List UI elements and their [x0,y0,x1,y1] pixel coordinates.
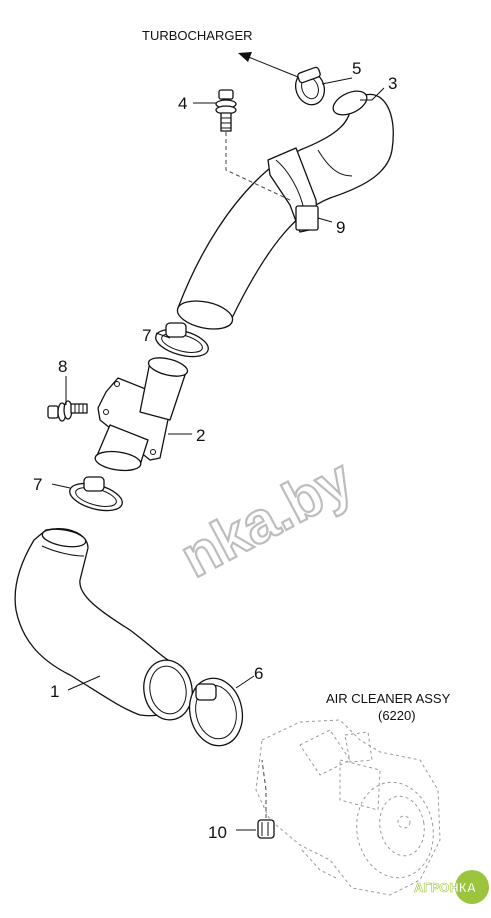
turbocharger-label: TURBOCHARGER [142,28,253,43]
clamp-part-7-lower [69,476,123,512]
cap-part-10 [257,819,275,839]
agronka-logo: АГРОНКА [414,870,489,904]
logo-badge [455,870,489,904]
upper-hose-part-3 [176,90,394,330]
callout-6: 6 [254,664,263,683]
callout-7-upper: 7 [142,326,151,345]
leader-lines [51,77,385,831]
callout-9: 9 [336,218,345,237]
lower-hose-part-1 [14,528,193,721]
watermark: nka.by [170,447,363,591]
air-cleaner-label: AIR CLEANER ASSY [326,691,451,706]
callout-1: 1 [50,682,59,701]
clamp-part-5 [294,66,326,106]
callout-2: 2 [196,426,205,445]
callout-4: 4 [178,94,187,113]
turbocharger-arrow [238,52,299,78]
air-cleaner-code: (6220) [378,708,416,723]
logo-text: АГРОНКА [414,880,477,895]
callout-10: 10 [208,823,227,842]
callout-5: 5 [352,59,361,78]
bolt-part-8 [47,400,88,422]
callout-7-lower: 7 [33,475,42,494]
air-cleaner-assembly [255,719,441,896]
callout-8: 8 [58,357,67,376]
adapter-part-2 [94,357,189,472]
clamp-part-6 [188,677,244,747]
clamp-part-7-upper [155,322,209,358]
bolt-4-dashed-path [225,132,291,201]
bolt-part-4 [215,89,237,132]
callout-3: 3 [388,74,397,93]
